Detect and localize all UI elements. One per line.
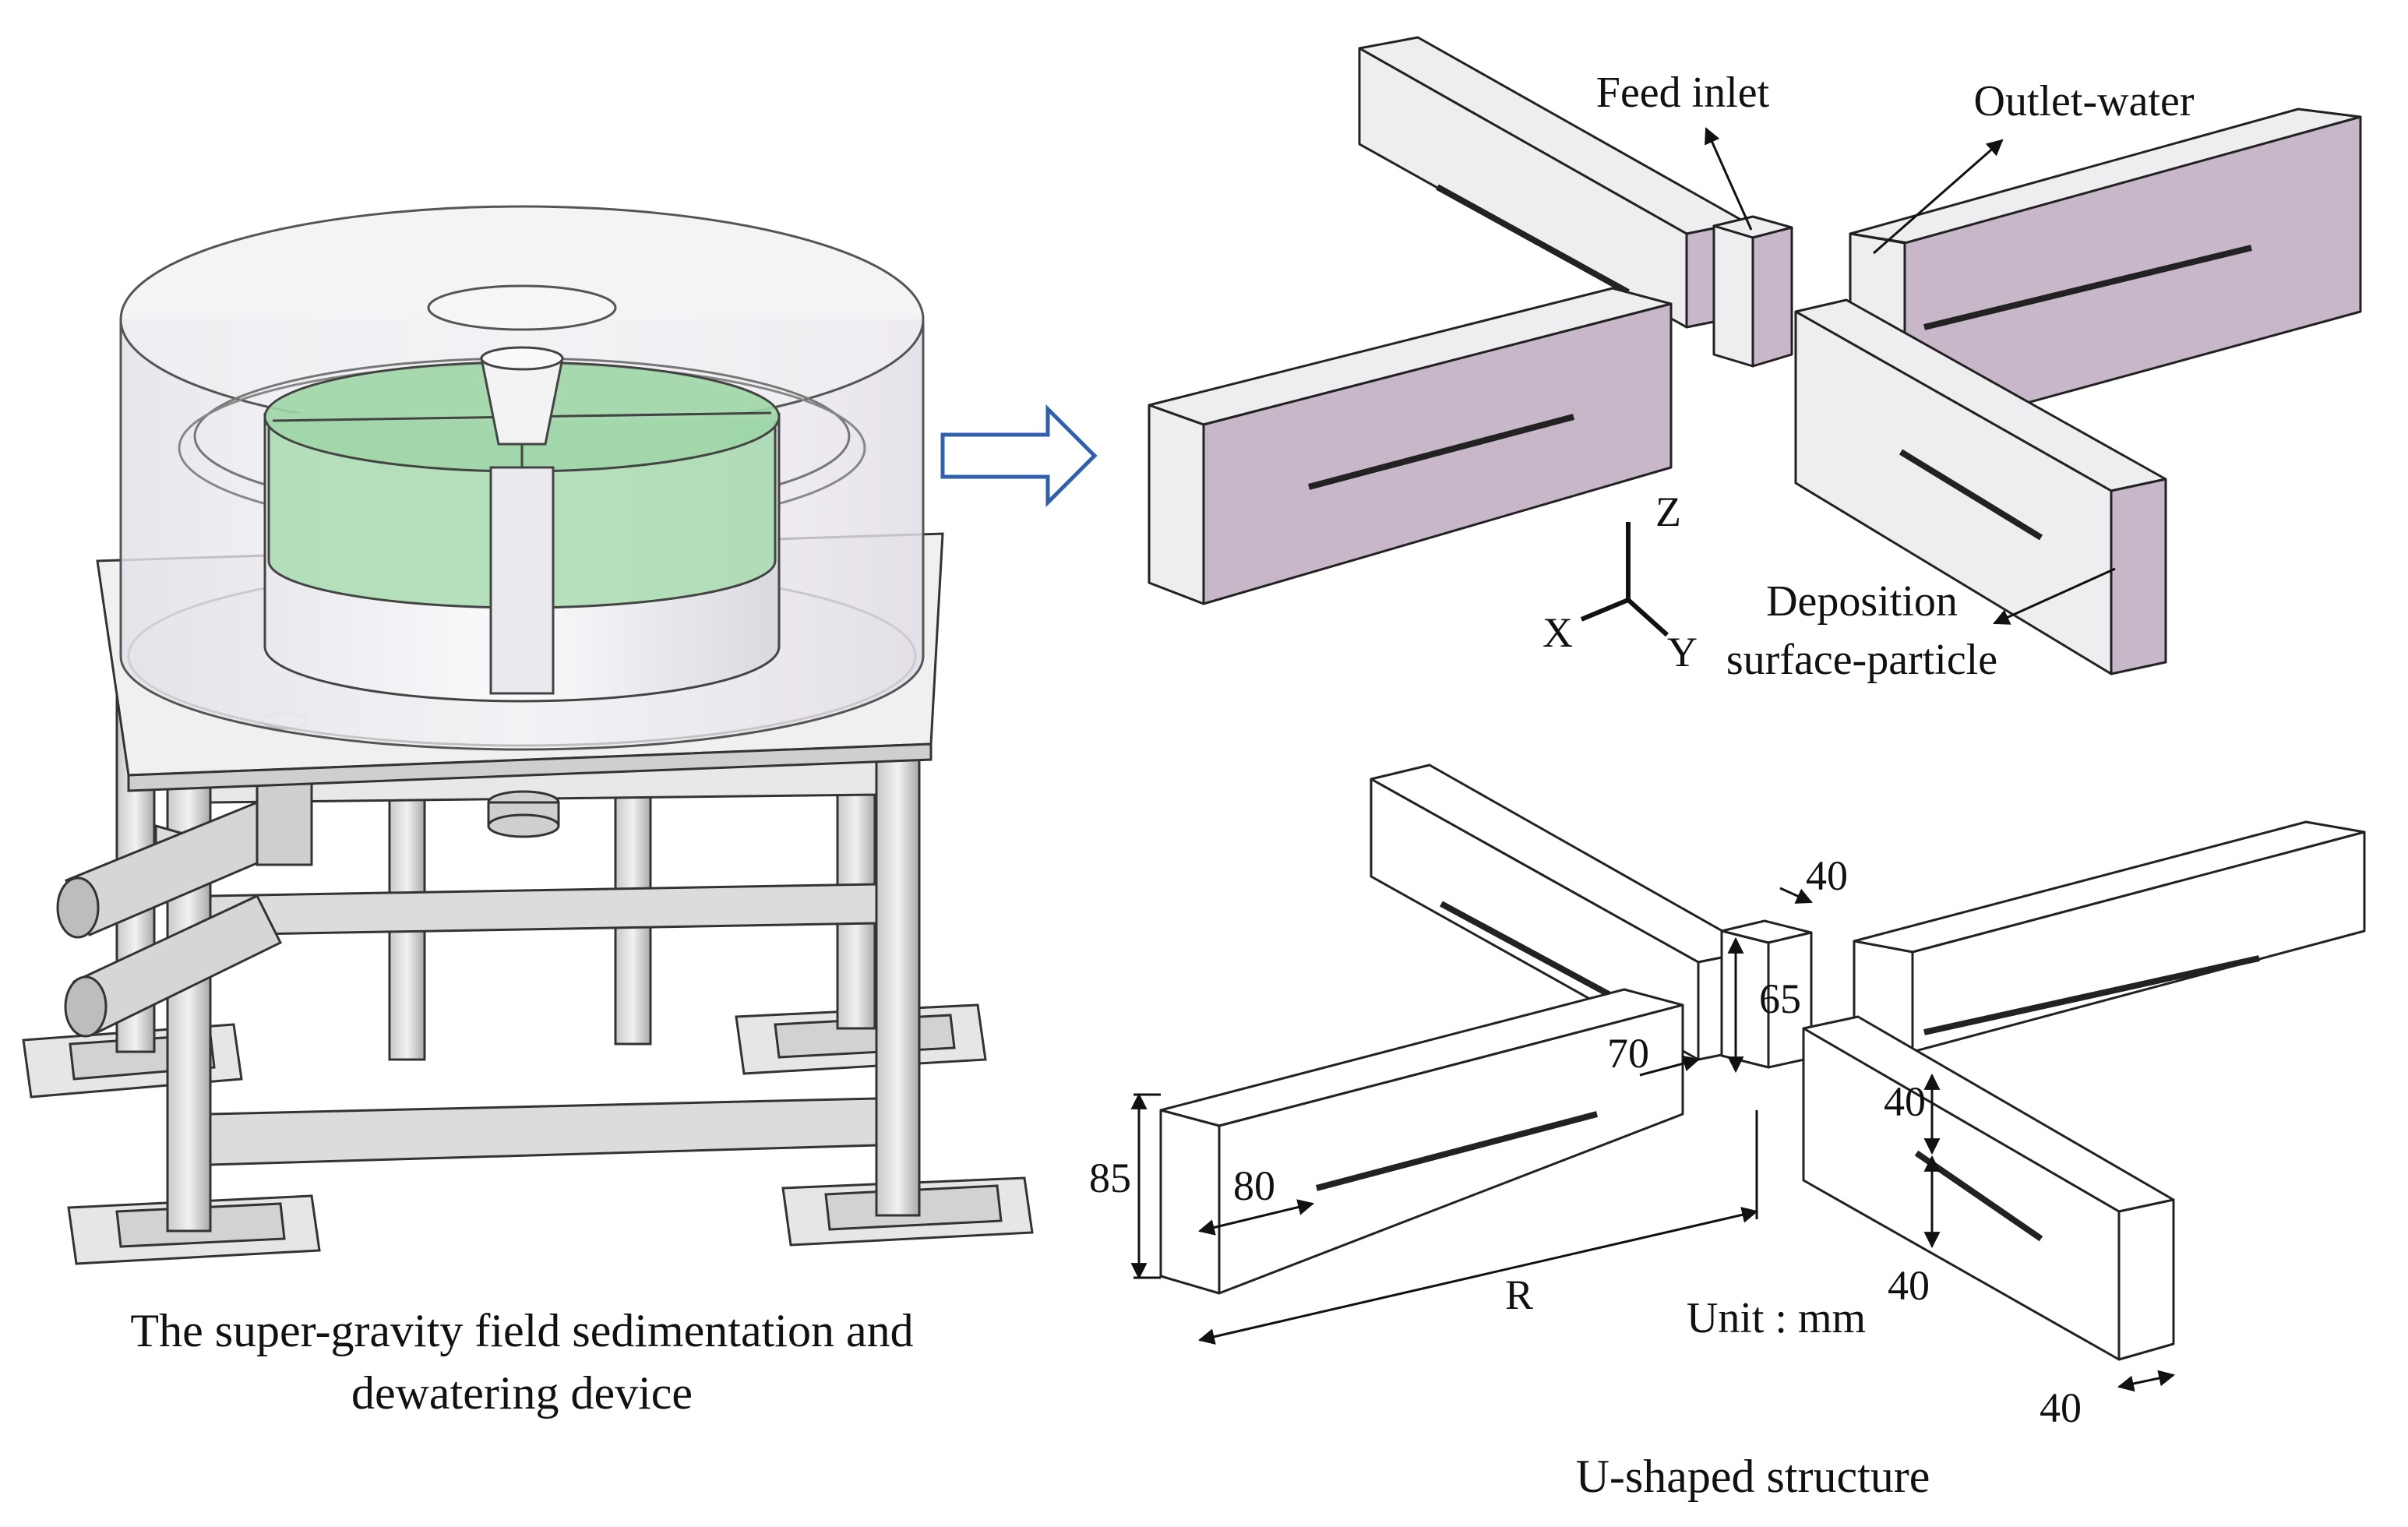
axis-x-label: X [1542,609,1573,656]
u-structure-dimensioned-view [1159,764,2366,1361]
dim-70: 70 [1607,1030,1649,1077]
device-caption-line2: dewatering device [351,1367,693,1419]
u-structure-caption: U-shaped structure [1576,1451,1930,1502]
device-caption-line1: The super-gravity field sedimentation an… [130,1305,913,1356]
frame-beams [154,758,878,1166]
discharge-pipes [56,778,313,1038]
dimension-labels: 40 65 70 85 80 R 40 40 40 Unit : mm U-sh… [1089,852,2082,1502]
dim-80: 80 [1233,1162,1275,1209]
callouts-top: Feed inlet Outlet-water Deposition surfa… [1596,69,2195,684]
unit-label: Unit : mm [1687,1294,1866,1342]
dimension-lines [1130,887,2176,1392]
deposition-label-line1: Deposition [1766,577,1958,626]
transition-arrow [940,404,1098,508]
inner-rotor-drum [263,346,781,703]
bottom-coupling [487,790,560,838]
axis-y-label: Y [1667,629,1698,675]
dim-40-mid: 40 [1884,1078,1926,1125]
dim-R: R [1505,1271,1533,1318]
dim-65: 65 [1759,975,1801,1022]
u-structure-shaded-view [1148,36,2362,675]
outlet-water-label: Outlet-water [1974,77,2195,125]
axis-z-label: Z [1655,488,1681,535]
feed-inlet-label: Feed inlet [1596,69,1770,117]
axis-triad: Z X Y [1542,488,1698,675]
dim-85: 85 [1089,1155,1131,1201]
dim-40-bottom: 40 [2040,1384,2082,1431]
dim-40-top: 40 [1806,852,1848,899]
sedimentation-device-illustration: The super-gravity field sedimentation an… [22,205,1034,1419]
dim-40-lower: 40 [1888,1262,1930,1309]
deposition-label-line2: surface-particle [1726,636,1997,684]
